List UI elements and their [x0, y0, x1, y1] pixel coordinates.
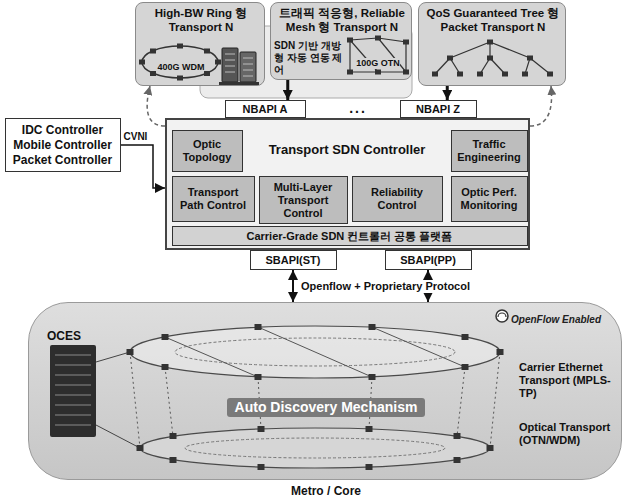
node-label: 트래픽 적응형, Reliable Mesh 형 Transport N: [275, 6, 409, 34]
annotation-label: 400G WDM: [157, 62, 204, 73]
node-label: Transport SDN Controller: [247, 142, 447, 158]
api-box: SBAPI(PP): [385, 250, 472, 270]
api-box: NBAPI Z: [400, 100, 477, 118]
node-label: Optical Transport (OTN/WDM): [519, 421, 615, 447]
connector-arrow: [147, 86, 165, 126]
node-label: Packet Controller: [9, 153, 117, 168]
function-box: Reliability Control: [352, 176, 443, 222]
api-box: SBAPI(ST): [250, 250, 337, 270]
connector-arrow: [446, 86, 449, 100]
node-label: NBAPI Z: [404, 103, 473, 116]
network-box: QoS Guaranteed Tree 형 Packet Transport N: [418, 2, 566, 86]
node-label: OCES: [47, 329, 87, 343]
controller-box: Transport SDN ControllerOptic TopologyTr…: [165, 118, 530, 250]
node-label: Mobile Controller: [9, 138, 117, 153]
function-box: Multi-Layer Transport Control: [259, 176, 348, 224]
node-label: SBAPI(PP): [389, 254, 468, 267]
node-label: Metro / Core: [29, 484, 623, 498]
annotation-label: Openflow + Proprietary Protocol: [299, 280, 472, 293]
node-label: Auto Discovery Mechanism: [227, 398, 426, 417]
annotation-label: 100G OTN: [356, 58, 400, 69]
annotation-label: ...: [349, 100, 367, 116]
node-label: Optic Perf. Monitoring: [455, 186, 524, 212]
node-label: Carrier Ethernet Transport (MPLS-TP): [519, 361, 615, 400]
annotation-label: SDN 기반 개방형 자동 연동 제어: [274, 40, 344, 76]
node-label: Optic Topology: [176, 138, 239, 164]
node-label: SBAPI(ST): [254, 254, 333, 267]
connector-arrow: [292, 270, 294, 302]
connector-arrow: [286, 80, 289, 100]
network-region: OCES Carrier Ethernet Transport (MPLS-TP)…: [28, 302, 622, 480]
api-box: NBAPI A: [225, 100, 306, 118]
function-box: Optic Perf. Monitoring: [451, 176, 528, 222]
node-label: Carrier-Grade SDN 컨트롤러 공통 플랫폼: [176, 230, 524, 243]
node-label: Transport Path Control: [176, 186, 251, 212]
node-label: Traffic Engineering: [455, 138, 524, 164]
annotation-label: OpenFlow Enabled: [511, 314, 601, 326]
node-label: IDC Controller: [9, 123, 117, 138]
edge-label: CVNI: [124, 131, 148, 143]
function-box: Transport Path Control: [172, 176, 255, 222]
network-box: High-BW Ring 형 Transport N: [135, 2, 265, 86]
connector-arrow: [121, 145, 166, 188]
function-box: Optic Topology: [172, 130, 243, 172]
node-label: NBAPI A: [229, 103, 302, 116]
node-label: QoS Guaranteed Tree 형 Packet Transport N: [421, 6, 565, 34]
function-box: Traffic Engineering: [451, 130, 528, 172]
node-label: Reliability Control: [356, 186, 439, 212]
platform-bar: Carrier-Grade SDN 컨트롤러 공통 플랫폼: [172, 226, 528, 246]
connector-arrow: [530, 86, 552, 126]
node-label: High-BW Ring 형 Transport N: [140, 6, 262, 34]
controller-list-box: IDC ControllerMobile ControllerPacket Co…: [5, 118, 121, 172]
node-label: Multi-Layer Transport Control: [263, 181, 344, 220]
